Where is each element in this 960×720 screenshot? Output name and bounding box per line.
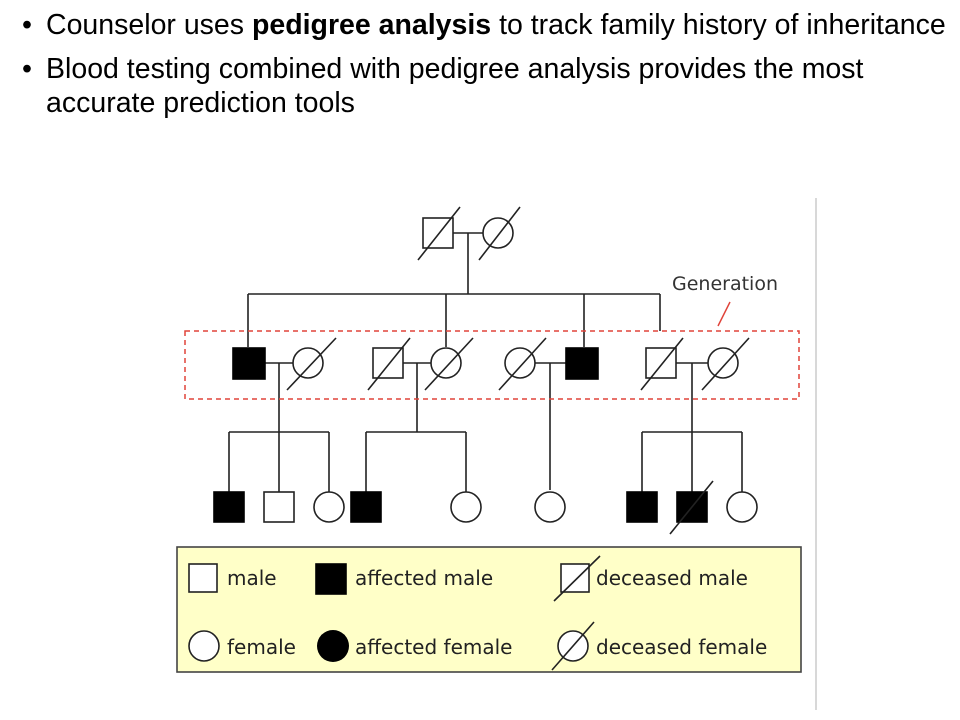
gen2-deceased-female [286, 337, 337, 391]
legend-deceased-male-label: deceased male [596, 566, 748, 590]
bullet-item: • Blood testing combined with pedigree a… [22, 52, 957, 120]
female-icon [188, 630, 220, 662]
male-icon [188, 563, 218, 593]
gen1-deceased-female [478, 206, 521, 261]
legend-male-label: male [227, 566, 277, 590]
bullet-item: • Counselor uses pedigree analysis to tr… [22, 8, 957, 42]
bullet-text-continued: to track family history of inheritance [491, 9, 946, 41]
gen2-affected-male [232, 347, 266, 380]
deceased-female-icon [551, 621, 595, 671]
generation-highlight-box [184, 330, 800, 400]
bullet-text: Blood testing combined with pedigree ana… [46, 53, 864, 119]
gen2-deceased-female [424, 337, 474, 391]
legend-female-label: female [227, 635, 296, 659]
legend-box [176, 546, 802, 673]
gen3-female [726, 491, 758, 523]
gen3-affected-male [350, 491, 382, 523]
affected-female-icon [317, 630, 349, 662]
generation-label: Generation [672, 273, 778, 295]
gen2-affected-male [565, 347, 599, 380]
gen2-deceased-female [701, 337, 750, 391]
pedigree-diagram: Generation [176, 198, 817, 710]
gen2-deceased-male [640, 337, 684, 391]
gen3-female [534, 491, 566, 523]
legend-affected-male-label: affected male [355, 566, 493, 590]
gen2-deceased-female [498, 337, 547, 391]
gen3-deceased-affected-male [669, 480, 714, 535]
affected-male-icon [315, 563, 347, 595]
bullet-dot: • [22, 9, 32, 41]
pedigree-lines [228, 232, 743, 492]
legend: male affected male deceased male female … [176, 546, 802, 673]
gen1-deceased-male [417, 206, 461, 261]
gen2-deceased-male [367, 337, 411, 391]
bullet-bold-text: pedigree analysis [251, 9, 492, 41]
generation-pointer [717, 301, 731, 327]
gen3-female [313, 491, 345, 523]
gen3-female [450, 491, 482, 523]
gen3-male [263, 491, 295, 523]
gen3-affected-male [626, 491, 658, 523]
gen3-affected-male [213, 491, 245, 523]
deceased-male-icon [553, 555, 601, 602]
bullet-list: • Counselor uses pedigree analysis to tr… [22, 8, 957, 130]
bullet-dot: • [22, 53, 32, 85]
legend-deceased-female-label: deceased female [596, 635, 767, 659]
bullet-text: Counselor uses [46, 9, 252, 41]
legend-affected-female-label: affected female [355, 635, 512, 659]
